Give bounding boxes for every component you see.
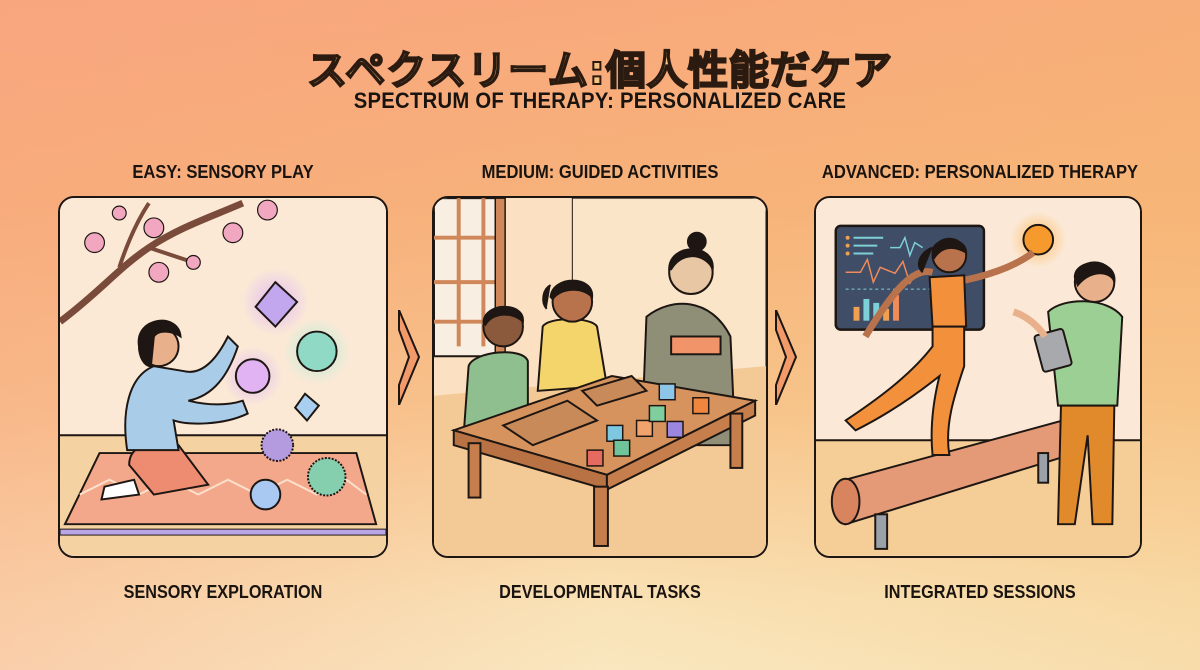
octahedron-toy-icon [254,280,299,329]
therapist-figure-icon [1012,261,1124,526]
glowing-ball-icon [1022,223,1055,256]
panel-sensory-play [58,196,388,558]
sensory-play-illustration [60,198,386,556]
caption-developmental-tasks: DEVELOPMENTAL TASKS [499,582,701,602]
panel-personalized-therapy [814,196,1142,558]
personalized-therapy-illustration [816,198,1140,556]
panel-guided-activities [432,196,768,558]
caption-sensory-exploration: SENSORY EXPLORATION [123,582,323,602]
girl-balancing-figure-icon [844,237,1036,457]
bar-chart-icon [853,295,899,321]
chevron-right-arrow-icon [775,310,798,405]
balance-beam-icon [830,419,1064,550]
stage-label-advanced: ADVANCED: PERSONALIZED THERAPY [821,162,1139,182]
page-title-japanese: スペクスリーム:個人性能だケア [306,47,893,95]
tablet-icon [1033,328,1073,373]
chevron-right-arrow-icon [398,310,421,405]
sensory-ball-icon [296,330,338,373]
low-table-icon [450,374,759,547]
cherry-blossom-branch-icon [60,199,278,325]
stage-label-easy: EASY: SENSORY PLAY [132,162,314,182]
stage-label-medium: MEDIUM: GUIDED ACTIVITIES [481,162,719,182]
page-title-english: SPECTRUM OF THERAPY: PERSONALIZED CARE [353,88,847,113]
child-figure-icon [100,319,249,501]
child-girl-figure-icon [536,279,609,392]
guided-activities-illustration [434,198,766,556]
caption-integrated-sessions: INTEGRATED SESSIONS [884,582,1076,602]
colored-blocks-icon [586,383,710,467]
